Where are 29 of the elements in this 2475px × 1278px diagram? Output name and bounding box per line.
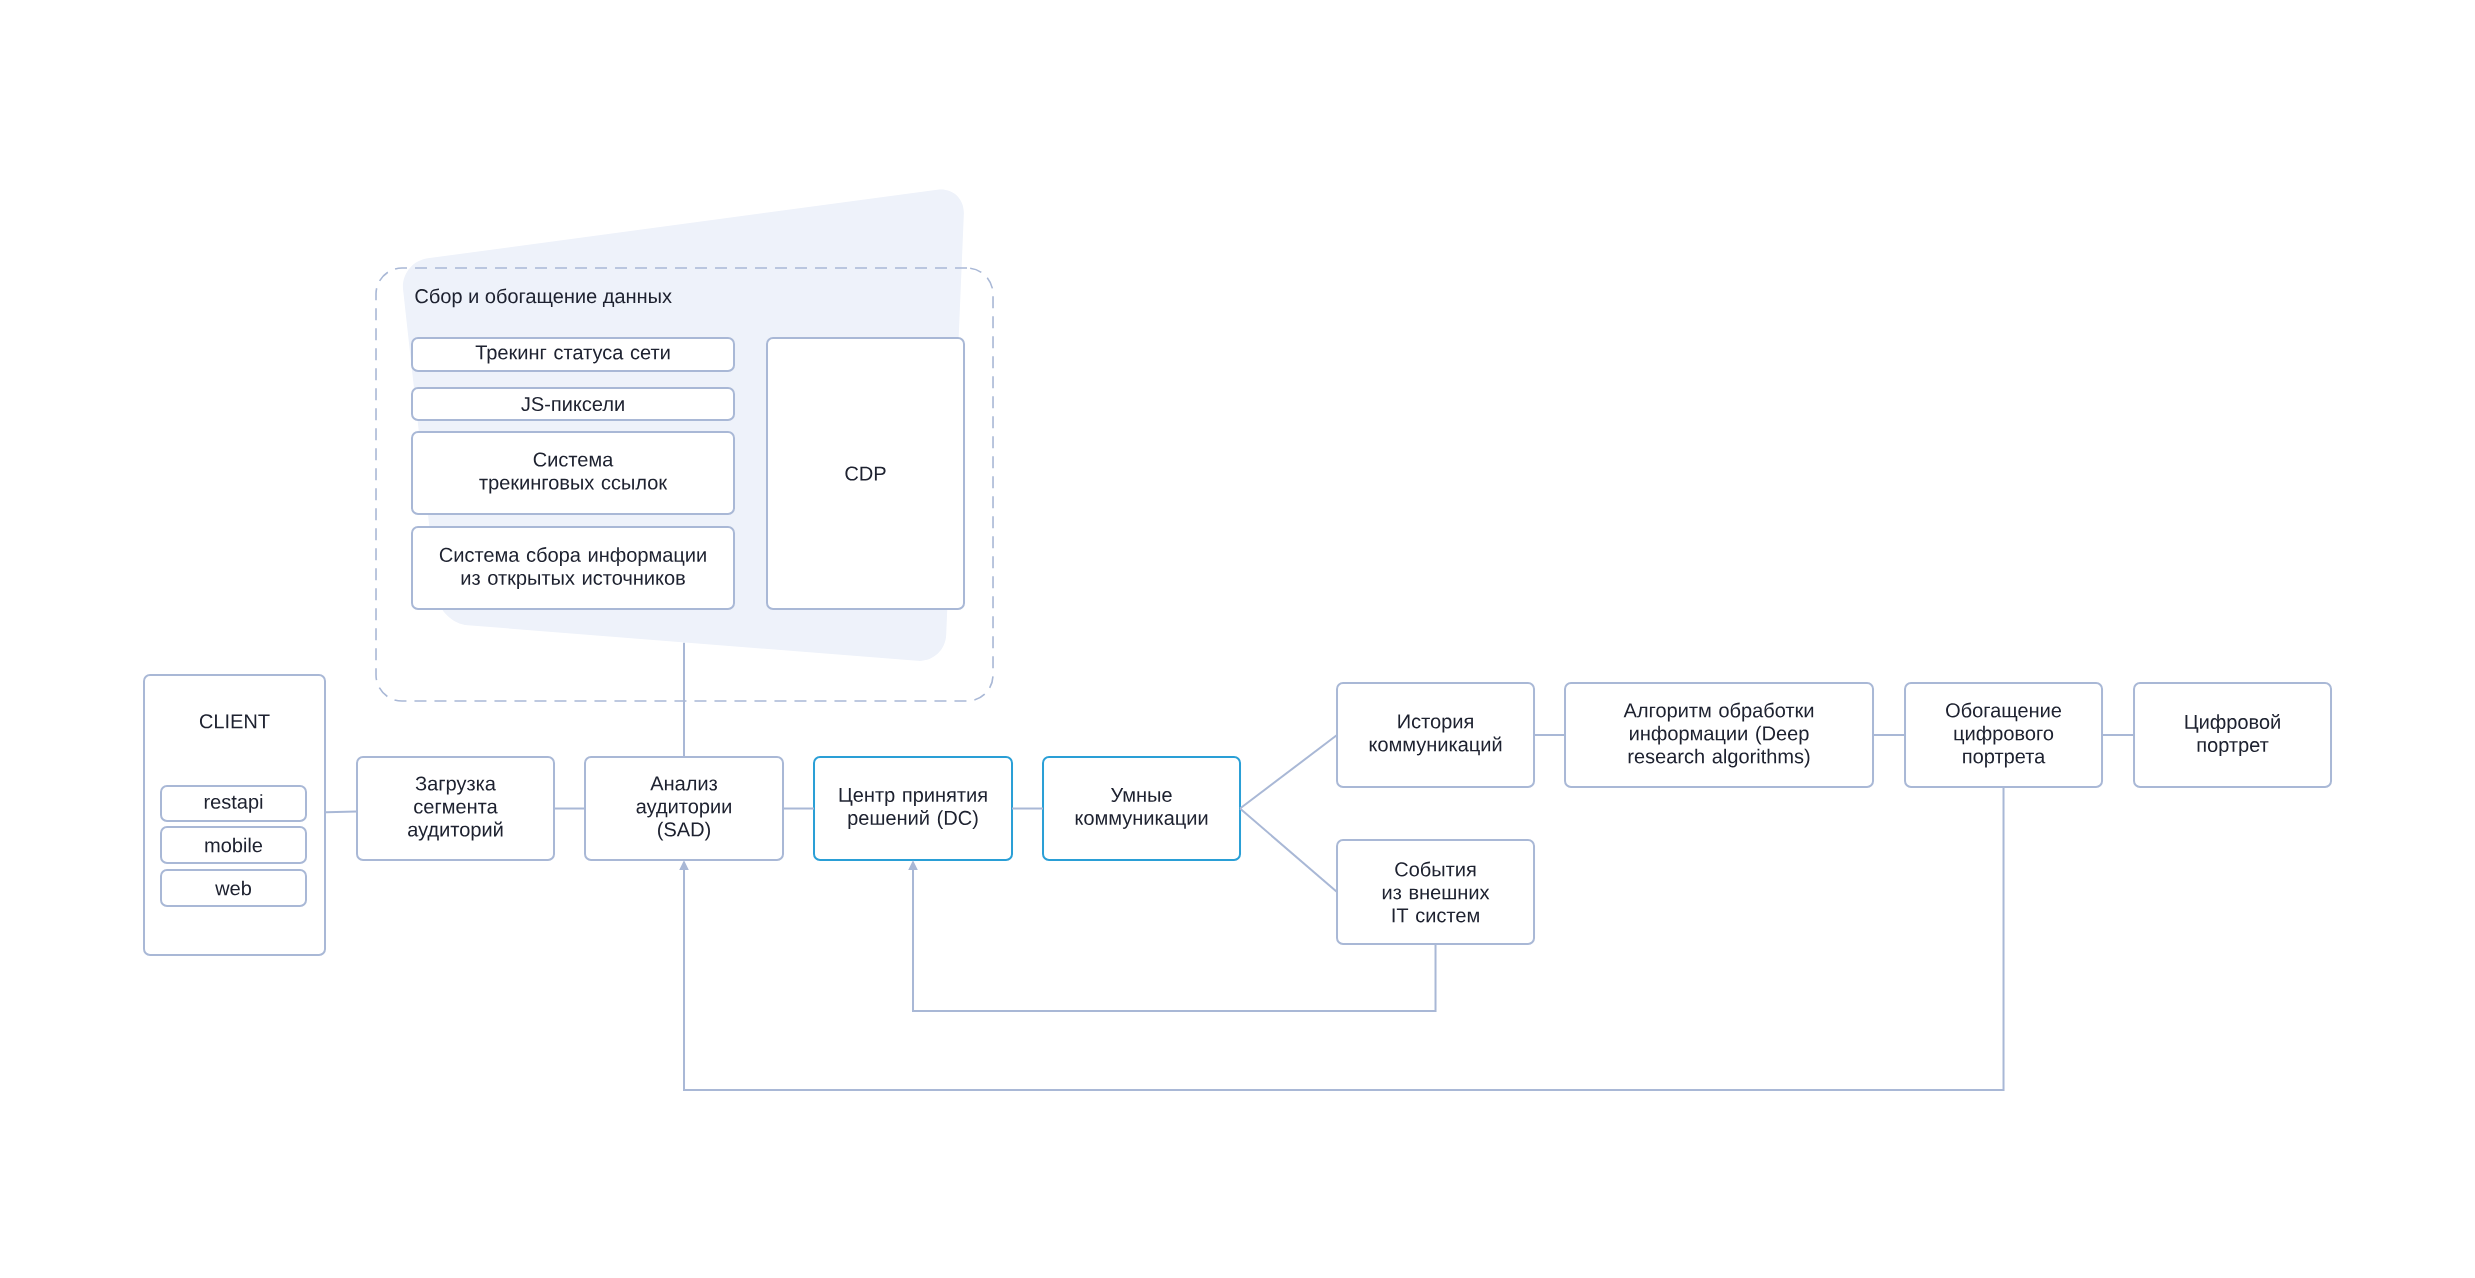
connector xyxy=(1872,734,1906,736)
connector xyxy=(683,641,685,758)
process-box: События из внешних IT систем xyxy=(1336,839,1535,945)
process-box: Система трекинговых ссылок xyxy=(411,431,735,515)
connector xyxy=(2101,734,2136,736)
connector xyxy=(1239,807,1338,893)
process-box: Обогащение цифрового портрета xyxy=(1904,682,2104,788)
process-box: Умные коммуникации xyxy=(1042,756,1241,861)
connector xyxy=(1239,734,1338,810)
connector xyxy=(1011,807,1044,810)
process-box: Система сбора информации из открытых источников xyxy=(411,526,735,610)
connector xyxy=(679,786,2005,1091)
connector xyxy=(325,810,358,814)
process-box: История коммуникаций xyxy=(1336,682,1535,788)
connector xyxy=(1533,734,1566,736)
connector xyxy=(553,807,586,810)
process-box: Цифровой портрет xyxy=(2133,682,2333,788)
channel-box: web xyxy=(160,869,307,907)
process-box: Алгоритм обработки информации (Deep research algorithms) xyxy=(1564,682,1874,788)
process-box: Загрузка сегмента аудиторий xyxy=(356,756,555,861)
connector xyxy=(782,807,815,810)
process-box: CDP xyxy=(766,337,965,610)
channel-box: mobile xyxy=(160,826,307,864)
process-box: JS-пиксели xyxy=(411,387,735,421)
channel-box: restapi xyxy=(160,785,307,822)
process-box: Анализ аудитории (SAD) xyxy=(584,756,784,861)
process-box: Трекинг статуса сети xyxy=(411,337,735,372)
group-title: Сбор и обогащение данных xyxy=(415,288,672,308)
process-box: Центр принятия решений (DC) xyxy=(813,756,1013,861)
